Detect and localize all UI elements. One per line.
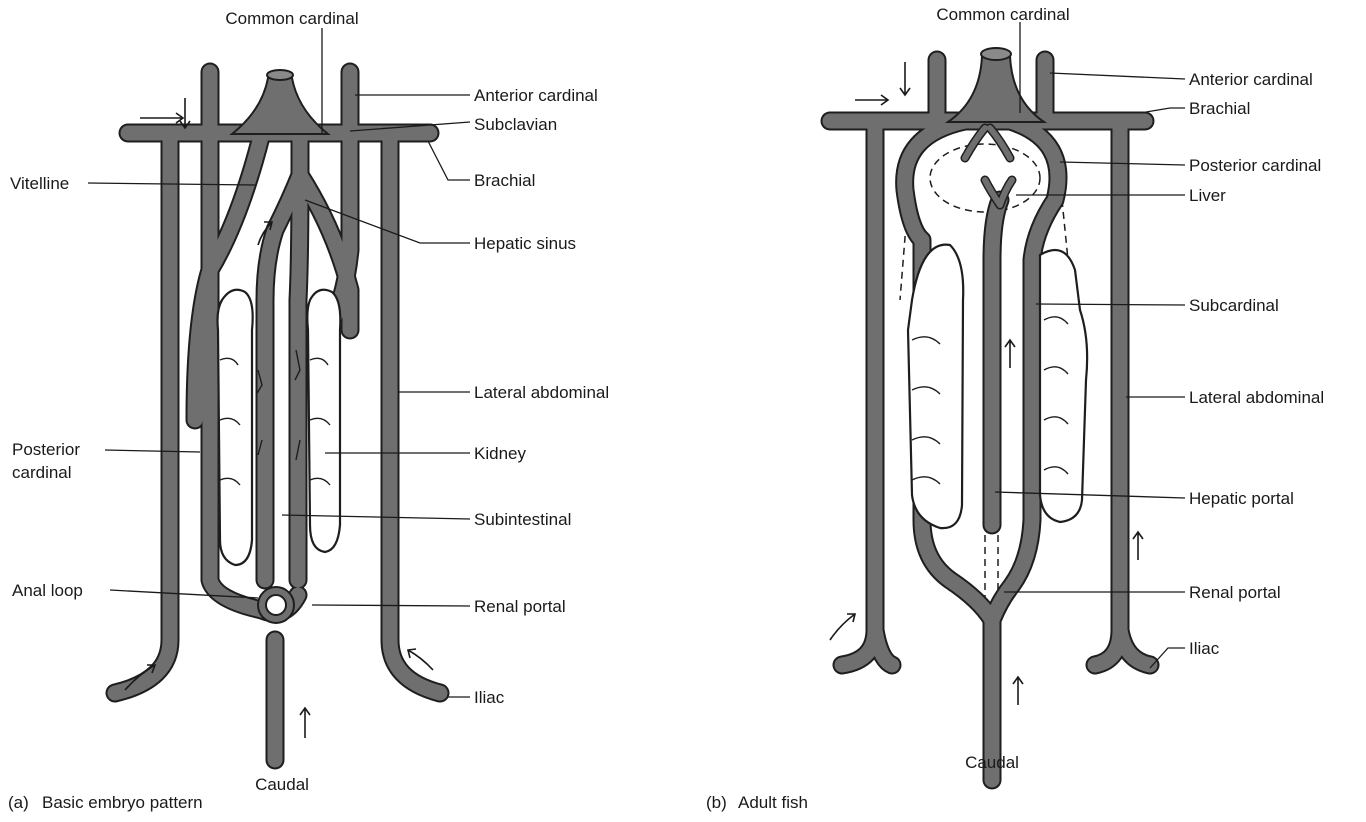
panel-b-label-renal-portal: Renal portal [1189,583,1281,602]
panel-b-kidney-left [908,245,963,529]
panel-a-common-cardinal-sinus [232,78,328,134]
panel-a-label-anterior-cardinal: Anterior cardinal [474,86,598,105]
panel-a-label-vitelline: Vitelline [10,174,69,193]
panel-a-lead-posterior-cardinal [105,450,200,452]
panel-a-sinus-opening [267,70,293,80]
panel-a-label-brachial: Brachial [474,171,535,190]
panel-a-arrow-right-iliac [408,649,433,670]
panel-a-caption-text: Basic embryo pattern [42,793,203,812]
panel-a-label-subintestinal: Subintestinal [474,510,571,529]
panel-b-lead-brachial [1146,108,1185,112]
panel-b-lead-anterior-cardinal [1050,73,1185,79]
panel-b-label-lateral-abdominal: Lateral abdominal [1189,388,1324,407]
panel-b-label-iliac: Iliac [1189,639,1220,658]
panel-a-diagram: Common cardinal Anterior cardinal Subcla… [8,9,609,812]
panel-b-caption-text: Adult fish [738,793,808,812]
panel-b-arrow-anterior [900,62,910,95]
panel-b-label-hepatic-portal: Hepatic portal [1189,489,1294,508]
panel-a-kidney-right [307,290,340,552]
panel-b-caption-letter: (b) [706,793,727,812]
panel-b-diagram: Common cardinal Anterior cardinal Brachi… [706,5,1324,812]
panel-a-label-anal-loop: Anal loop [12,581,83,600]
panel-a-lead-brachial [428,141,470,180]
panel-a-label-iliac: Iliac [474,688,505,707]
panel-a-anal-loop-hole [266,595,286,615]
panel-a-lead-renal-portal [312,605,470,606]
panel-a-arrow-brachial [140,113,183,123]
panel-a-label-common-cardinal: Common cardinal [225,9,358,28]
panel-b-arrow-right-lateral [1133,532,1143,560]
panel-a-label-hepatic-sinus: Hepatic sinus [474,234,576,253]
panel-b-label-subcardinal: Subcardinal [1189,296,1279,315]
panel-a-label-subclavian: Subclavian [474,115,557,134]
panel-b-label-anterior-cardinal: Anterior cardinal [1189,70,1313,89]
panel-a-label-lateral-abdominal: Lateral abdominal [474,383,609,402]
panel-b-common-cardinal-sinus [948,56,1044,122]
panel-a-label-renal-portal: Renal portal [474,597,566,616]
panel-b-arrow-brachial [855,95,888,105]
panel-a-label-posterior-cardinal-line1: Posterior [12,440,80,459]
panel-b-arrow-caudal [1013,677,1023,705]
panel-a-vessel-fills [115,72,440,760]
panel-b-label-common-cardinal: Common cardinal [936,5,1069,24]
panel-a-caption-letter: (a) [8,793,29,812]
panel-a-label-posterior-cardinal-line2: cardinal [12,463,72,482]
panel-b-label-liver: Liver [1189,186,1226,205]
panel-a-arrow-anterior [180,98,190,128]
panel-b-kidney-right [1040,250,1087,522]
panel-b-sinus-opening [981,48,1011,60]
panel-b-arrow-hepatic-portal [1005,340,1015,368]
panel-a-label-caudal: Caudal [255,775,309,794]
panel-a-kidney-left [218,290,253,565]
panel-b-label-brachial: Brachial [1189,99,1250,118]
panel-b-label-caudal: Caudal [965,753,1019,772]
panel-a-arrow-caudal [300,708,310,738]
panel-b-label-posterior-cardinal: Posterior cardinal [1189,156,1321,175]
panel-b-arrow-left-iliac [830,614,855,640]
panel-a-label-kidney: Kidney [474,444,526,463]
